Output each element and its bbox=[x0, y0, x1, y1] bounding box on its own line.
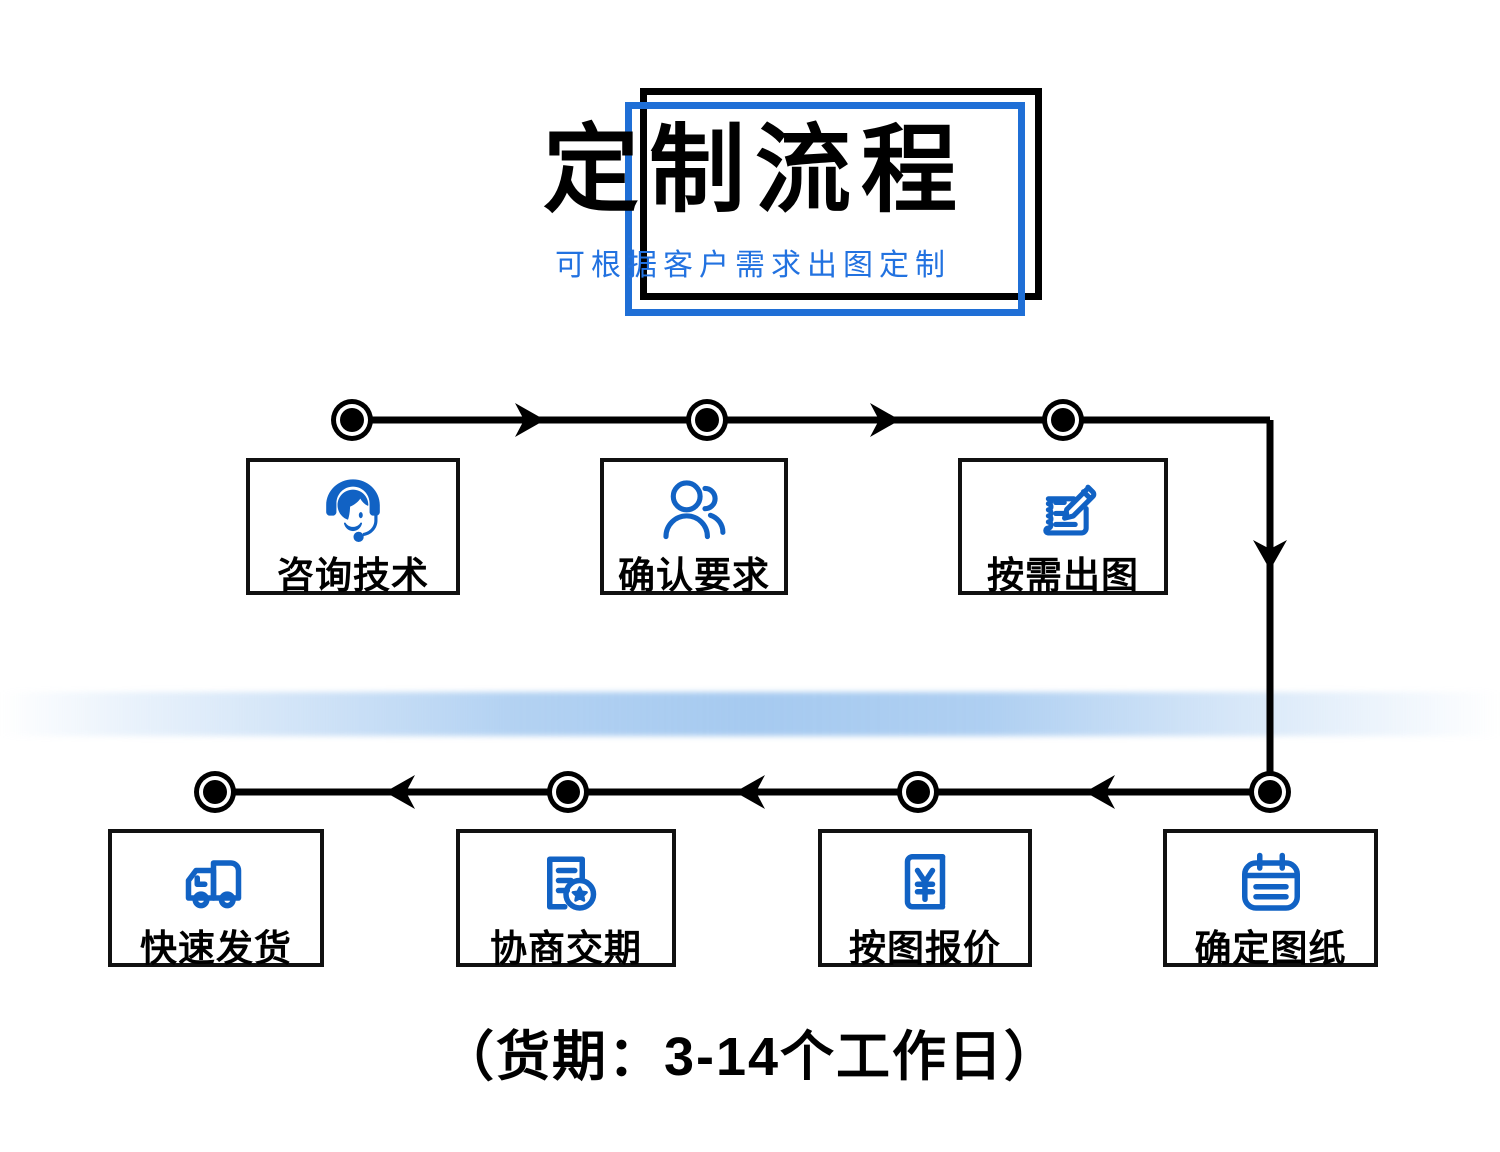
page-subtitle: 可根据客户需求出图定制 bbox=[555, 249, 951, 282]
certificate-star-icon bbox=[526, 843, 606, 928]
flow-node-dot-draw bbox=[1042, 399, 1084, 441]
step-box-consult[interactable]: 咨询技术 bbox=[246, 458, 460, 595]
flow-node-dot-lead-time bbox=[547, 771, 589, 813]
step-box-quote[interactable]: 按图报价 bbox=[818, 829, 1032, 967]
flow-node-dot-confirm bbox=[686, 399, 728, 441]
flow-node-dot-consult bbox=[331, 399, 373, 441]
title-frame-blue bbox=[625, 102, 1025, 316]
step-label-consult: 咨询技术 bbox=[277, 555, 429, 596]
title-frame-black bbox=[640, 88, 1042, 300]
step-label-ship: 快速发货 bbox=[140, 928, 292, 969]
lead-time-caption: （货期：3-14个工作日） bbox=[439, 1027, 1061, 1087]
step-label-quote: 按图报价 bbox=[849, 928, 1001, 969]
two-people-icon bbox=[655, 472, 733, 555]
step-label-confirm-drawing: 确定图纸 bbox=[1194, 928, 1347, 969]
step-box-confirm[interactable]: 确认要求 bbox=[600, 458, 788, 595]
arrowhead-right-2 bbox=[870, 403, 900, 437]
flow-node-dot-confirm-drawing bbox=[1249, 771, 1291, 813]
step-label-confirm: 确认要求 bbox=[618, 555, 770, 596]
page-title: 定制流程 bbox=[543, 117, 967, 224]
step-label-lead-time: 协商交期 bbox=[490, 928, 642, 969]
step-box-confirm-drawing[interactable]: 确定图纸 bbox=[1163, 829, 1378, 967]
arrowhead-left-3 bbox=[385, 775, 415, 809]
decorative-gradient-band bbox=[0, 692, 1500, 736]
headset-support-icon bbox=[314, 472, 392, 555]
document-pencil-icon bbox=[1024, 472, 1102, 555]
title-block: 定制流程 可根据客户需求出图定制 bbox=[0, 0, 1500, 360]
arrowhead-down-1 bbox=[1253, 540, 1287, 570]
notepad-lines-icon bbox=[1231, 843, 1311, 928]
arrowhead-left-2 bbox=[735, 775, 765, 809]
flow-node-dot-quote bbox=[897, 771, 939, 813]
step-label-draw: 按需出图 bbox=[987, 555, 1139, 596]
step-box-draw[interactable]: 按需出图 bbox=[958, 458, 1168, 595]
flow-node-dot-ship bbox=[194, 771, 236, 813]
yuan-price-sheet-icon bbox=[885, 843, 965, 928]
step-box-ship[interactable]: 快速发货 bbox=[108, 829, 324, 967]
step-box-lead-time[interactable]: 协商交期 bbox=[456, 829, 676, 967]
delivery-truck-icon bbox=[176, 843, 256, 928]
arrowhead-left-1 bbox=[1085, 775, 1115, 809]
arrowhead-right-1 bbox=[515, 403, 545, 437]
